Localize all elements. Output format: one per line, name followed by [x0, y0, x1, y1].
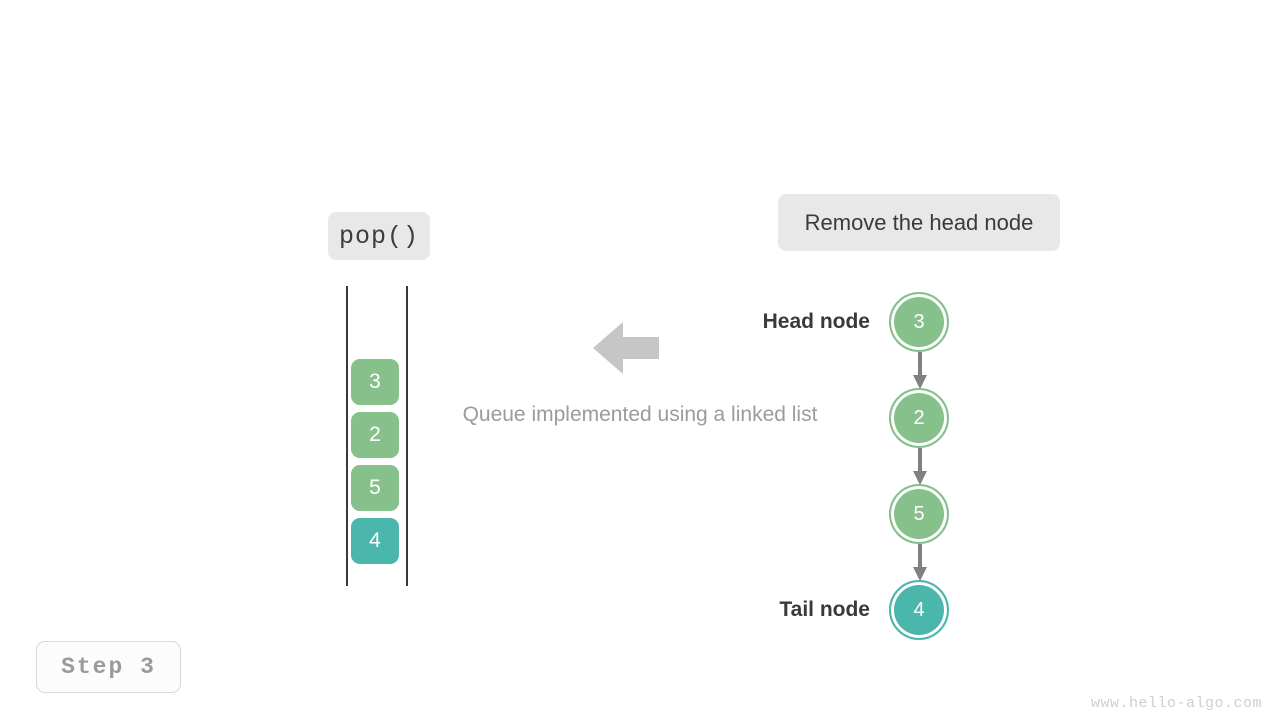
link-arrow-icon: [913, 544, 927, 581]
queue-container-right-rail: [406, 286, 408, 586]
watermark: www.hello-algo.com: [1090, 695, 1262, 712]
list-node: 5: [889, 484, 949, 544]
left-arrow-icon: [593, 322, 659, 374]
action-label: Remove the head node: [778, 194, 1060, 251]
head-node-label: Head node: [762, 310, 870, 333]
step-badge: Step 3: [36, 641, 181, 693]
link-arrow-icon: [913, 352, 927, 389]
diagram-caption: Queue implemented using a linked list: [462, 403, 818, 426]
queue-cell: 5: [351, 465, 399, 511]
queue-cell: 2: [351, 412, 399, 458]
queue-cell: 4: [351, 518, 399, 564]
tail-node-label: Tail node: [779, 598, 870, 621]
queue-cell: 3: [351, 359, 399, 405]
list-node: 4: [889, 580, 949, 640]
queue-container-left-rail: [346, 286, 348, 586]
list-node: 3: [889, 292, 949, 352]
link-arrow-icon: [913, 448, 927, 485]
operation-label: pop(): [328, 212, 430, 260]
list-node: 2: [889, 388, 949, 448]
